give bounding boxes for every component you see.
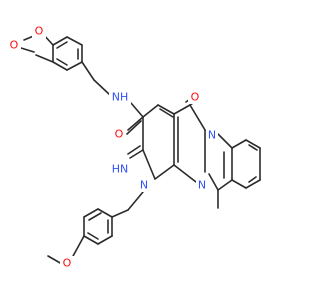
atom-n-ring-top: N (206, 128, 218, 142)
bond-22 (142, 149, 156, 180)
atom-label-n-ring-mid: N (198, 179, 206, 192)
atom-n-ring-mid: N (196, 178, 208, 192)
atom-hn-imine: HN (109, 162, 131, 176)
atom-label-o-ketone: O (191, 91, 200, 104)
bond-6 (56, 41, 68, 49)
atom-n-ring-left: N (138, 178, 150, 192)
atom-label-nh-amide: NH (112, 91, 129, 104)
atom-labels: O O NH O O N HN N (7, 24, 218, 270)
atom-label-o-amide: O (115, 128, 124, 141)
atom-nh-amide: NH (109, 90, 131, 104)
bond-50 (83, 208, 99, 218)
bond-52 (83, 235, 99, 245)
bond-4 (52, 61, 68, 71)
bond-32 (173, 164, 197, 183)
bond-12 (35, 54, 54, 63)
bond-40 (245, 139, 261, 149)
bond-28 (173, 104, 191, 115)
bond-1 (66, 36, 83, 46)
bond-26 (129, 149, 144, 159)
bond-35 (217, 179, 233, 191)
bond-17 (126, 120, 142, 135)
bond-39 (231, 139, 247, 149)
bond-58 (71, 235, 85, 259)
chemical-structure-diagram: O O NH O O N HN N (7, 24, 261, 270)
bond-13 (81, 61, 95, 81)
bond-8 (56, 58, 68, 66)
atom-label-n-ring-left: N (140, 179, 148, 192)
bond-49 (97, 208, 113, 218)
atom-label-o-methoxy: O (63, 257, 72, 270)
bond-48 (111, 209, 129, 218)
bond-11 (20, 47, 35, 53)
bond-43 (231, 179, 247, 189)
atom-o-methoxy: O (60, 256, 74, 270)
bond-27 (127, 145, 141, 155)
bond-20 (159, 108, 174, 118)
bond-31 (189, 104, 206, 131)
atom-o-ketone: O (188, 90, 202, 104)
atom-o-amide: O (112, 127, 126, 141)
bond-37 (217, 133, 233, 149)
atom-label-n-ring-top: N (208, 129, 216, 142)
bond-3 (66, 61, 83, 71)
bond-19 (157, 104, 175, 115)
bond-42 (245, 179, 261, 189)
atom-label-o-dioxole-bottom: O (10, 39, 19, 52)
bond-16 (127, 116, 144, 131)
atom-label-o-dioxole-top: O (35, 25, 44, 38)
atom-label-hn-imine: HN (112, 163, 129, 176)
bond-lines (20, 33, 261, 265)
bond-47 (127, 191, 144, 211)
atom-o-dioxole-bottom: O (7, 38, 21, 52)
bond-59 (47, 255, 63, 265)
bond-0 (52, 36, 68, 46)
bond-18 (142, 104, 159, 118)
atom-o-dioxole-top: O (32, 24, 46, 38)
bond-23 (154, 164, 175, 180)
bond-34 (208, 173, 219, 191)
bond-15 (130, 102, 144, 118)
bond-45 (248, 176, 257, 183)
bond-44 (248, 144, 258, 151)
bond-56 (87, 232, 99, 240)
bond-55 (88, 212, 102, 221)
bond-14 (93, 79, 111, 96)
bond-53 (97, 235, 113, 245)
